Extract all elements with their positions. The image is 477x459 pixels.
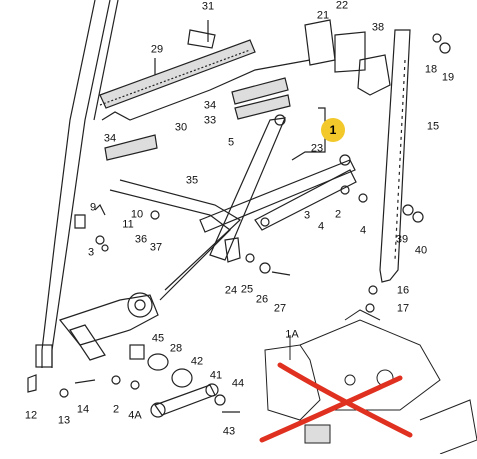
part-label-3-left: 3 — [87, 246, 95, 259]
part-label-45: 45 — [151, 332, 165, 345]
part-label-41: 41 — [209, 369, 223, 382]
regulator-arm-cross — [199, 159, 356, 233]
part-label-2-right: 2 — [334, 208, 342, 221]
part-label-30: 30 — [174, 121, 188, 134]
part-label-23: 23 — [310, 142, 324, 155]
part-label-22: 22 — [335, 0, 349, 12]
seal-strip-34 — [104, 134, 158, 161]
part-label-15: 15 — [426, 120, 440, 133]
part-label-40: 40 — [414, 244, 428, 257]
part-label-34-upper: 34 — [203, 99, 217, 112]
part-label-27: 27 — [273, 302, 287, 315]
part-label-11: 11 — [122, 218, 134, 231]
bracket-22 — [334, 31, 366, 73]
part-label-21: 21 — [316, 9, 330, 22]
part-label-44: 44 — [231, 377, 245, 390]
rail-bracket — [35, 344, 53, 368]
part-label-17: 17 — [396, 302, 410, 315]
part-label-36: 36 — [134, 233, 148, 246]
part-label-33: 33 — [203, 114, 217, 127]
part-label-13: 13 — [57, 414, 71, 427]
guide-rail-left — [41, 0, 96, 368]
part-label-2-lower: 2 — [112, 403, 120, 416]
part-label-39: 39 — [395, 233, 409, 246]
clip-31 — [187, 29, 216, 49]
guide-channel-15 — [379, 29, 411, 283]
part-label-18: 18 — [424, 63, 438, 76]
part-label-26: 26 — [255, 293, 269, 306]
seal-strip-29 — [99, 39, 256, 109]
part-label-12: 12 — [24, 409, 38, 422]
part-label-14: 14 — [76, 403, 90, 416]
part-label-10: 10 — [130, 208, 144, 221]
part-label-24: 24 — [224, 284, 238, 297]
bushing-45 — [129, 344, 145, 360]
part-label-28: 28 — [169, 342, 183, 355]
bracket-21 — [304, 19, 336, 66]
cross-out-mark — [259, 362, 413, 443]
part-label-5: 5 — [227, 136, 235, 149]
part-label-37: 37 — [149, 241, 163, 254]
part-label-4-right: 4 — [359, 224, 367, 237]
part-label-31: 31 — [201, 0, 215, 13]
part-label-43: 43 — [222, 425, 236, 438]
part-label-4A: 4A — [128, 409, 142, 422]
roller-28 — [147, 353, 169, 371]
highlighted-part-label: 1 — [329, 123, 337, 137]
part-label-35: 35 — [185, 174, 199, 187]
part-label-1A: 1A — [285, 328, 299, 341]
regulator-arm-lower — [109, 189, 231, 301]
part-label-42: 42 — [190, 355, 204, 368]
bracket-38 — [357, 54, 391, 96]
part-label-19: 19 — [441, 71, 455, 84]
part-label-16: 16 — [396, 284, 410, 297]
roller-42 — [171, 368, 193, 388]
regulator-arm-main — [209, 117, 286, 261]
part-label-25: 25 — [240, 283, 254, 296]
part-label-9: 9 — [89, 201, 97, 214]
assembly-1A — [264, 309, 477, 455]
highlighted-part-badge[interactable]: 1 — [321, 118, 345, 142]
part-label-29: 29 — [150, 43, 164, 56]
part-label-38: 38 — [371, 21, 385, 34]
part-label-4-mid: 4 — [317, 220, 325, 233]
part-label-3-right: 3 — [303, 209, 311, 222]
part-label-34-lower: 34 — [103, 132, 117, 145]
